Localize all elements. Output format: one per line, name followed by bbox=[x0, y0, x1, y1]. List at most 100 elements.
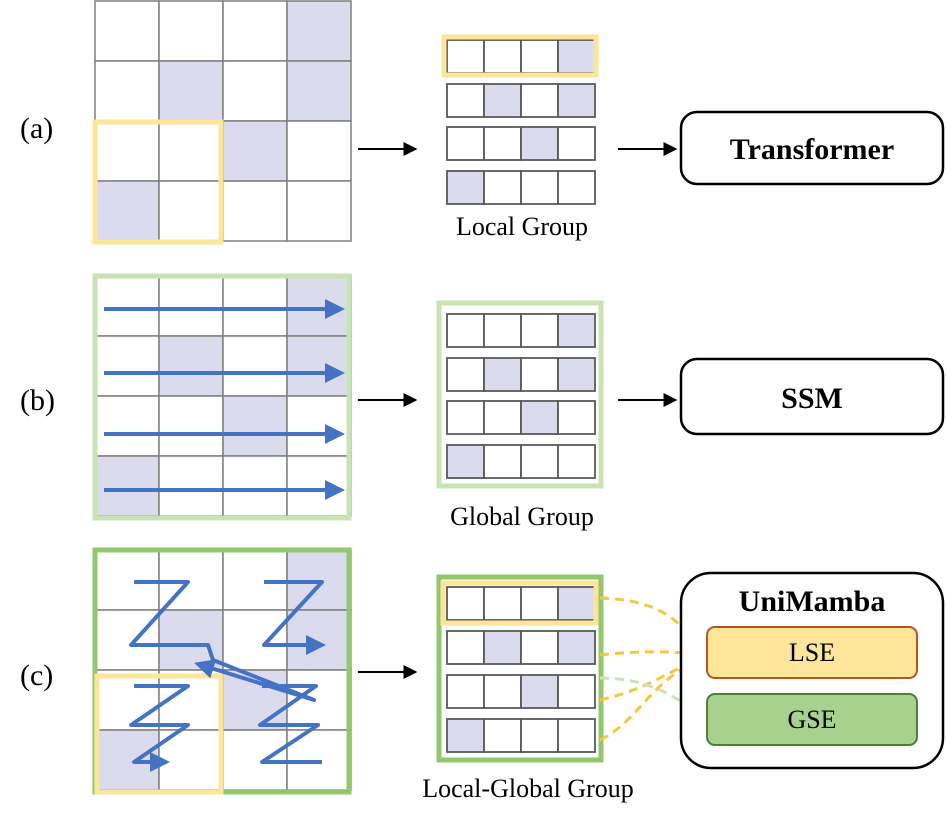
lse-module bbox=[706, 626, 918, 679]
token bbox=[483, 674, 522, 709]
token bbox=[446, 400, 485, 435]
lse-link-row-3 bbox=[599, 654, 705, 702]
token bbox=[483, 444, 522, 479]
token bbox=[520, 357, 559, 392]
grid-cell-occupied bbox=[286, 609, 352, 671]
token bbox=[446, 630, 485, 665]
grid-cell-occupied bbox=[222, 120, 288, 182]
ssm-label: SSM bbox=[781, 382, 843, 415]
grid-cell bbox=[158, 180, 224, 242]
grid-cell-occupied bbox=[94, 455, 160, 517]
unimamba-label: UniMamba bbox=[739, 585, 886, 618]
gse-label: GSE bbox=[787, 705, 836, 734]
grid-cell bbox=[222, 549, 288, 611]
panel-c-local-window bbox=[94, 673, 224, 795]
grid-cell bbox=[222, 0, 288, 62]
grid-cell bbox=[286, 180, 352, 242]
token-occupied bbox=[557, 313, 596, 348]
transformer-box bbox=[679, 110, 945, 186]
transformer-label: Transformer bbox=[730, 133, 894, 166]
panel-b-group-caption: Global Group bbox=[450, 502, 594, 531]
token-occupied bbox=[557, 83, 596, 118]
panel-a-local-group-rows bbox=[446, 39, 596, 205]
token-occupied bbox=[483, 83, 522, 118]
token bbox=[483, 39, 522, 74]
grid-cell bbox=[286, 455, 352, 517]
token bbox=[520, 586, 559, 621]
grid-cell-occupied bbox=[286, 335, 352, 397]
grid-cell-occupied bbox=[286, 60, 352, 122]
panel-c-local-scan-path-right bbox=[262, 580, 326, 655]
token bbox=[557, 444, 596, 479]
token-occupied bbox=[446, 444, 485, 479]
grid-cell-occupied bbox=[286, 0, 352, 62]
panel-a-label: (a) bbox=[20, 112, 53, 145]
token-occupied bbox=[557, 357, 596, 392]
grid-cell bbox=[222, 335, 288, 397]
panel-b-global-window bbox=[92, 273, 352, 521]
grid-cell bbox=[222, 455, 288, 517]
panel-c-group-caption: Local-Global Group bbox=[422, 774, 634, 803]
token bbox=[557, 126, 596, 161]
token bbox=[483, 313, 522, 348]
token-occupied bbox=[446, 718, 485, 753]
panel-c-global-group-frame bbox=[436, 574, 604, 763]
token-occupied bbox=[557, 586, 596, 621]
panel-a-voxel-grid bbox=[94, 0, 352, 242]
token-occupied bbox=[557, 630, 596, 665]
ssm-box bbox=[679, 357, 945, 436]
token bbox=[483, 586, 522, 621]
grid-cell bbox=[286, 120, 352, 182]
grid-cell bbox=[94, 669, 160, 731]
token bbox=[483, 400, 522, 435]
token-occupied bbox=[557, 39, 596, 74]
token bbox=[446, 586, 485, 621]
grid-cell bbox=[222, 275, 288, 337]
grid-cell-occupied bbox=[158, 335, 224, 397]
token-occupied bbox=[520, 674, 559, 709]
token bbox=[557, 170, 596, 205]
token bbox=[483, 170, 522, 205]
token bbox=[520, 83, 559, 118]
grid-cell bbox=[222, 609, 288, 671]
token-occupied bbox=[446, 170, 485, 205]
grid-cell bbox=[158, 120, 224, 182]
panel-c-local-group-highlight bbox=[440, 580, 599, 626]
token bbox=[483, 718, 522, 753]
grid-cell bbox=[94, 395, 160, 457]
grid-cell bbox=[94, 120, 160, 182]
panel-b-voxel-grid bbox=[94, 275, 352, 517]
token bbox=[483, 126, 522, 161]
token bbox=[446, 126, 485, 161]
token-occupied bbox=[483, 630, 522, 665]
grid-cell bbox=[158, 455, 224, 517]
token bbox=[557, 400, 596, 435]
gse-module bbox=[706, 693, 918, 746]
grid-cell bbox=[158, 0, 224, 62]
token bbox=[520, 39, 559, 74]
token bbox=[520, 718, 559, 753]
token bbox=[446, 83, 485, 118]
grid-cell bbox=[158, 395, 224, 457]
panel-c-local-scan-path-bottom-left bbox=[129, 684, 190, 772]
token bbox=[520, 630, 559, 665]
token-occupied bbox=[520, 400, 559, 435]
token bbox=[520, 444, 559, 479]
grid-cell bbox=[286, 395, 352, 457]
panel-b-label: (b) bbox=[20, 384, 55, 417]
grid-cell bbox=[94, 60, 160, 122]
panel-b-global-group-frame bbox=[436, 300, 604, 489]
grid-cell-occupied bbox=[222, 669, 288, 731]
grid-cell-occupied bbox=[286, 275, 352, 337]
grid-cell bbox=[222, 180, 288, 242]
panel-c-local-scan-path-top bbox=[129, 580, 316, 702]
token bbox=[446, 357, 485, 392]
grid-cell bbox=[94, 275, 160, 337]
panel-a-local-window bbox=[92, 119, 224, 245]
panel-c-label: (c) bbox=[20, 659, 53, 692]
grid-cell bbox=[158, 275, 224, 337]
token-occupied bbox=[483, 357, 522, 392]
panel-b-global-group-rows bbox=[446, 313, 596, 479]
lse-label: LSE bbox=[789, 638, 835, 667]
token bbox=[520, 313, 559, 348]
